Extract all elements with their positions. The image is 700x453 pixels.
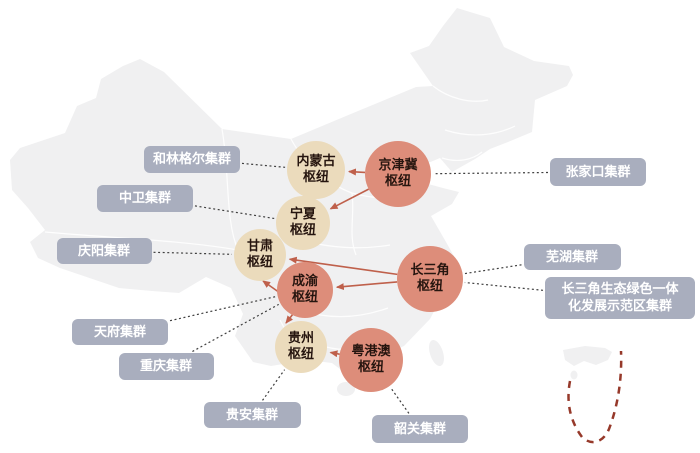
cluster-label-line: 张家口集群 xyxy=(565,164,631,180)
taiwan-island xyxy=(429,340,444,366)
hub-label-line: 长三角 xyxy=(410,263,450,278)
hub-label-line: 枢纽 xyxy=(287,347,314,362)
cluster-label-line: 庆阳集群 xyxy=(77,243,130,259)
hub-neimenggu: 内蒙古枢纽 xyxy=(287,141,345,199)
hub-label-line: 内蒙古 xyxy=(296,154,336,169)
connector-shaoguan xyxy=(390,387,410,414)
cluster-label-line: 重庆集群 xyxy=(139,358,192,374)
cluster-yitihua: 长三角生态绿色一体化发展示范区集群 xyxy=(545,277,695,319)
inset-coast xyxy=(563,346,612,366)
cluster-label-line: 化发展示范区集群 xyxy=(567,299,672,314)
hub-yuegangao: 粤港澳枢纽 xyxy=(339,328,403,392)
cluster-wuhu: 芜湖集群 xyxy=(523,244,621,270)
hub-label-line: 枢纽 xyxy=(289,223,316,238)
cluster-label-line: 和林格尔集群 xyxy=(152,151,231,167)
hub-label-line: 甘肃 xyxy=(246,239,273,254)
cluster-label-line: 贵安集群 xyxy=(225,407,278,423)
hub-label-line: 成渝 xyxy=(291,274,318,289)
cluster-qingyang: 庆阳集群 xyxy=(56,238,152,264)
hainan-island xyxy=(337,382,355,396)
hub-ningxia: 宁夏枢纽 xyxy=(276,196,330,250)
cluster-shaoguan: 韶关集群 xyxy=(372,415,468,443)
hub-chengyu: 成渝枢纽 xyxy=(277,262,333,318)
connector-layer xyxy=(153,162,549,414)
connector-yitihua xyxy=(464,281,544,291)
cluster-label-line: 中卫集群 xyxy=(118,190,171,206)
hub-guizhou: 贵州枢纽 xyxy=(275,321,327,373)
inset-hainan-island xyxy=(570,370,578,380)
hub-label-line: 枢纽 xyxy=(291,290,318,305)
flow-jingjinji-to-neimenggu xyxy=(347,168,366,176)
hub-label-line: 枢纽 xyxy=(357,360,384,375)
hub-label-line: 枢纽 xyxy=(416,279,443,294)
connector-wuhu xyxy=(464,264,522,275)
cluster-zhongwei: 中卫集群 xyxy=(97,184,193,212)
cluster-chongqing: 重庆集群 xyxy=(118,352,214,380)
cluster-helingeer: 和林格尔集群 xyxy=(144,145,240,173)
hub-label-line: 京津冀 xyxy=(378,158,418,173)
cluster-label-line: 天府集群 xyxy=(93,324,146,340)
cluster-label-line: 长三角生态绿色一体 xyxy=(561,282,679,297)
cluster-label-line: 芜湖集群 xyxy=(545,249,598,265)
cluster-label-line: 韶关集群 xyxy=(393,421,446,437)
flow-yuegangao-to-guizhou xyxy=(329,350,340,358)
hub-jingjinji: 京津冀枢纽 xyxy=(365,141,431,207)
hub-gansu: 甘肃枢纽 xyxy=(234,229,286,281)
cluster-zhangjiakou: 张家口集群 xyxy=(550,158,646,186)
cluster-tianfu: 天府集群 xyxy=(72,319,168,345)
hub-label-line: 贵州 xyxy=(287,331,314,346)
nine-dash-line xyxy=(567,350,623,444)
hub-label-line: 枢纽 xyxy=(302,170,329,185)
connector-zhangjiakou xyxy=(432,171,549,175)
south-china-sea-inset xyxy=(563,346,623,444)
hub-label-line: 枢纽 xyxy=(384,174,411,189)
flow-jingjinji-to-ningxia xyxy=(329,188,370,210)
cluster-guian: 贵安集群 xyxy=(203,402,301,428)
hub-label-line: 粤港澳 xyxy=(351,344,391,359)
connector-qingyang xyxy=(153,251,233,255)
hub-label-line: 宁夏 xyxy=(289,207,316,222)
flow-changsanjiao-to-chengyu xyxy=(335,281,398,291)
hub-changsanjiao: 长三角枢纽 xyxy=(397,246,463,312)
flow-changsanjiao-to-gansu xyxy=(288,256,398,276)
connector-guian xyxy=(262,369,286,401)
hub-label-line: 枢纽 xyxy=(246,255,273,270)
